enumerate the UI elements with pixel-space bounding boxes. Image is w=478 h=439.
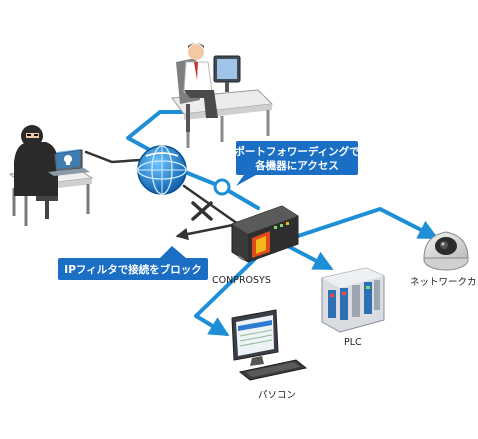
pc-label: パソコン [258, 390, 296, 401]
internet-globe-icon [137, 145, 187, 195]
plc-label: PLC [344, 337, 362, 348]
plc-device [321, 267, 385, 333]
conprosys-to-pc-line [194, 250, 264, 337]
ip-filter-callout-text: IPフィルタで接続をブロック [64, 263, 201, 276]
hacker-illustration [8, 125, 94, 226]
port-forwarding-marker [213, 178, 231, 196]
conprosys-label: CONPROSYS [212, 275, 271, 286]
port-forwarding-callout-line2: 各機器にアクセス [254, 159, 338, 172]
port-forwarding-callout-line1: ポートフォワーディングで [234, 145, 360, 158]
port-forwarding-callout: ポートフォワーディングで 各機器にアクセス [234, 141, 360, 186]
ip-filter-callout: IPフィルタで接続をブロック [58, 246, 208, 280]
office-worker-illustration [171, 43, 274, 148]
network-camera-device [423, 231, 469, 271]
pc-device [231, 309, 308, 381]
conprosys-to-camera-line [296, 207, 439, 239]
block-arrow-line [175, 222, 240, 241]
network-camera-label: ネットワークカメラ [410, 277, 478, 288]
conprosys-device [231, 205, 299, 263]
office-link-line [126, 110, 184, 152]
block-x-mark [191, 201, 213, 221]
